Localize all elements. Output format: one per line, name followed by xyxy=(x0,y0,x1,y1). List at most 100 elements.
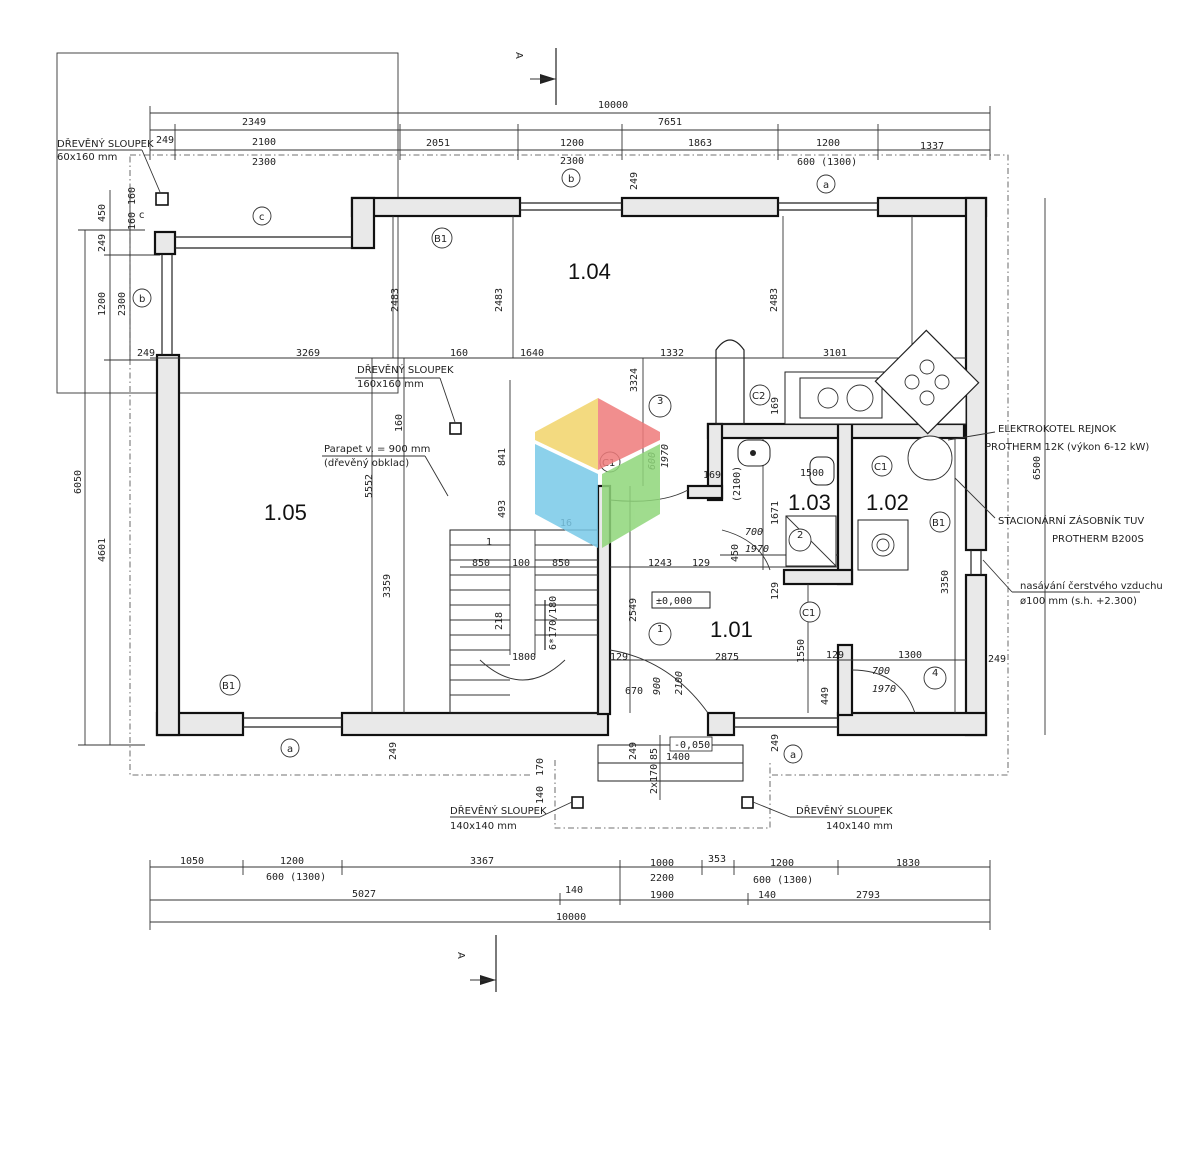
dim-v-2483c: 2483 xyxy=(769,288,780,312)
dim-left-4601: 4601 xyxy=(97,538,108,562)
wooden-column-140x140-left xyxy=(571,796,584,809)
stair-218: 218 xyxy=(494,612,505,630)
dim-top-249: 249 xyxy=(156,135,174,146)
note-tank-2: PROTHERM B200S xyxy=(1052,534,1144,545)
staircase xyxy=(449,529,599,714)
door-tag-2: 2 xyxy=(797,530,803,541)
dim-bottom-1000: 1000 xyxy=(650,858,674,869)
dim-entry-85: 85 xyxy=(649,748,660,760)
door-3-height: 2100 xyxy=(674,671,685,695)
note-parapet-1: Parapet v. = 900 mm xyxy=(324,444,430,455)
note-parapet-2: (dřevěný obklad) xyxy=(324,457,409,469)
dim-left-160a: 160 xyxy=(127,212,138,230)
dim-top-2349: 2349 xyxy=(242,117,266,128)
toilet xyxy=(809,456,835,486)
watermark-logo xyxy=(535,398,660,548)
door-4-width: 700 xyxy=(872,666,890,677)
wooden-column-140x140-right xyxy=(741,796,754,809)
entrance-steps xyxy=(597,735,744,800)
dim-bottom-353: 353 xyxy=(708,854,726,865)
dim-entry-170: 170 xyxy=(535,758,546,776)
dim-top-2051: 2051 xyxy=(426,138,450,149)
tag-bubbles xyxy=(132,168,951,764)
note-col4-title: DŘEVĚNÝ SLOUPEK xyxy=(796,804,893,817)
dim-v-450: 450 xyxy=(730,544,741,562)
watermark-face-top-right xyxy=(598,398,660,470)
tag-c-2: c xyxy=(139,210,145,221)
dim-left-2300: 2300 xyxy=(117,292,128,316)
dim-bottom-1830: 1830 xyxy=(896,858,920,869)
door-tag-4: 4 xyxy=(932,668,938,679)
section-label-bottom: A xyxy=(455,952,466,959)
note-col2-title: DŘEVĚNÝ SLOUPEK xyxy=(357,363,454,376)
note-air-1: nasávání čerstvého vzduchu xyxy=(1020,580,1163,592)
tag-B1-3: B1 xyxy=(932,518,945,529)
bathroom-fixtures xyxy=(737,435,953,571)
watermark-face-bottom-left xyxy=(535,444,598,548)
stair-number-1: 1 xyxy=(486,537,492,548)
annotation-leaders xyxy=(57,149,1140,818)
outer-outline xyxy=(56,52,1009,829)
dim-v-493: 493 xyxy=(497,500,508,518)
dim-h-129c: 129 xyxy=(826,650,844,661)
dim-h-850a: 850 xyxy=(472,558,490,569)
dim-bottom-140b: 140 xyxy=(758,890,776,901)
dim-entry-249c: 249 xyxy=(388,742,399,760)
note-col4-size: 140x140 mm xyxy=(826,821,893,832)
note-boiler-2: PROTHERM 12K (výkon 6-12 kW) xyxy=(985,441,1149,453)
dim-v-1550: 1550 xyxy=(796,639,807,663)
dim-top-1200b: 1200 xyxy=(816,138,840,149)
tag-a-1: a xyxy=(823,180,829,191)
dim-v-2549: 2549 xyxy=(628,598,639,622)
door-tag-3: 3 xyxy=(657,396,663,407)
dim-bottom-2793: 2793 xyxy=(856,890,880,901)
tag-B1-2: B1 xyxy=(222,681,235,692)
walls xyxy=(153,196,988,737)
dim-bottom-600a: 600 (1300) xyxy=(266,872,326,883)
dim-entry-1400: 1400 xyxy=(666,752,690,763)
door-1-height: 1970 xyxy=(660,444,671,468)
dim-top-2100: 2100 xyxy=(252,137,276,148)
tag-a-2: a xyxy=(287,744,293,755)
tag-C1-2: C1 xyxy=(874,462,887,473)
dim-entry-249b: 249 xyxy=(770,734,781,752)
dim-left-450: 450 xyxy=(97,204,108,222)
dim-row-1332: 1332 xyxy=(660,348,684,359)
dim-h-169b: 169 xyxy=(703,470,721,481)
boiler xyxy=(907,435,953,481)
tag-B1-1: B1 xyxy=(434,234,447,245)
dim-bottom-600b: 600 (1300) xyxy=(753,875,813,886)
dim-v-3324: 3324 xyxy=(629,368,640,392)
dim-h-129a: 129 xyxy=(692,558,710,569)
dim-bottom-1050: 1050 xyxy=(180,856,204,867)
watermark-face-top-left xyxy=(535,398,598,470)
stair-6x170: 6*170/180 xyxy=(548,596,559,650)
dim-top-1863: 1863 xyxy=(688,138,712,149)
door-2-height: 1970 xyxy=(745,544,769,555)
dim-row-1640: 1640 xyxy=(520,348,544,359)
dim-v-841: 841 xyxy=(497,448,508,466)
door-tag-1: 1 xyxy=(657,624,663,635)
dim-h-2875: 2875 xyxy=(715,652,739,663)
dim-top-1200a: 1200 xyxy=(560,138,584,149)
tag-C1-3: C1 xyxy=(802,608,815,619)
floor-level: ±0,000 xyxy=(656,596,692,607)
dim-bottom-1900: 1900 xyxy=(650,890,674,901)
section-marker-top xyxy=(530,48,557,105)
entry-level: -0,050 xyxy=(674,740,710,751)
dim-left-6050: 6050 xyxy=(73,470,84,494)
room-1-02: 1.02 xyxy=(866,490,909,515)
dim-h-1300: 1300 xyxy=(898,650,922,661)
dim-h-1500: 1500 xyxy=(800,468,824,479)
dim-row-3269: 3269 xyxy=(296,348,320,359)
note-col1-title: DŘEVĚNÝ SLOUPEK xyxy=(57,137,154,150)
dim-top-600-1300: 600 (1300) xyxy=(797,157,857,168)
interior-dimension-lines xyxy=(150,198,1046,735)
dim-v-3350: 3350 xyxy=(940,570,951,594)
dim-bottom-10000: 10000 xyxy=(556,912,586,923)
dim-v-2483b: 2483 xyxy=(494,288,505,312)
wooden-column-160x160 xyxy=(449,422,462,435)
dim-left-249: 249 xyxy=(97,234,108,252)
door-2-width: 700 xyxy=(745,527,763,538)
note-air-2: ø100 mm (s.h. +2.300) xyxy=(1020,596,1137,607)
